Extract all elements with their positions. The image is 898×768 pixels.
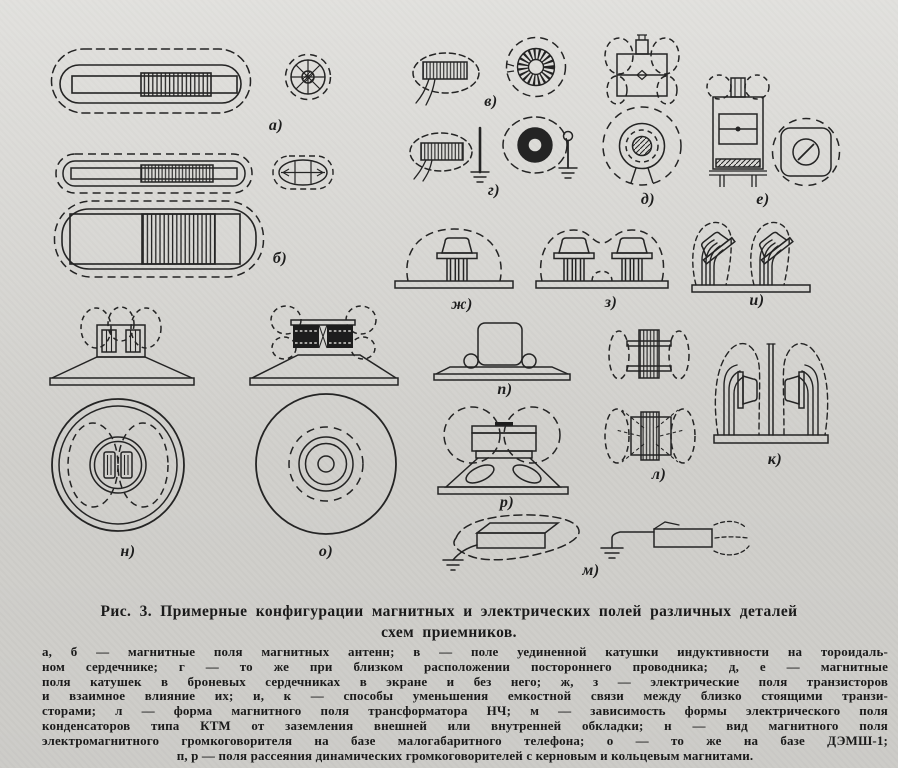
label-b: б) [272,250,288,267]
caption-line: п, р — поля рассеяния динамических громк… [176,747,754,763]
ring-magnet-speaker-drawing [437,406,569,495]
em-speaker-front-drawing [51,398,185,532]
figure-caption-body: а, б — магнитные поля магнитных антенн; … [42,644,888,763]
label-i: и) [749,292,765,309]
label-p: п) [497,381,513,398]
caption-line: ном сердечнике; г — то же при близком ра… [42,658,888,674]
label-zh: ж) [451,296,473,313]
pot-core-top-view-drawing [602,106,682,186]
label-e: е) [756,191,770,208]
capacitor-inner-plate-grounded-drawing [600,520,750,559]
pot-core-coil-field-drawing [604,34,680,105]
toroid-near-conductor-drawing [502,116,578,179]
svg-defs [0,0,1,1]
label-z: з) [604,294,618,311]
label-k: к) [767,451,783,468]
caption-title-line-2: схем приемников. [381,624,517,641]
caption-line: и взаимное влияние их; и, к — способы ум… [42,688,888,704]
label-o: о) [318,543,334,560]
em-speaker-side-drawing [49,306,195,386]
thin-rod-antenna-field-drawing [55,153,253,194]
transformer-field-drawing-1 [608,329,690,380]
label-d: д) [640,191,656,208]
label-n: н) [120,543,136,560]
label-m: м) [582,562,600,579]
figure-caption-title: Рис. 3. Примерные конфигурации магнитных… [40,601,858,643]
thick-rod-antenna-field-drawing [53,200,265,278]
label-g: г) [487,182,501,199]
label-v: в) [484,93,498,110]
caption-line: сторами; л — форма магнитного поля транс… [42,703,888,719]
caption-title-line-1: Рис. 3. Примерные конфигурации магнитных… [100,603,798,620]
ferrite-rod-antenna-field-drawing [50,48,252,114]
flat-rod-end-view-drawing [272,155,334,190]
toroidal-coil-field-drawing [505,36,567,98]
two-transistors-field-drawing [535,229,669,289]
demsh-speaker-front-drawing [255,393,397,535]
capacitor-outer-plate-grounded-drawing [442,514,580,571]
kern-magnet-speaker-drawing [433,322,571,381]
tilted-transistors-drawing [691,221,811,293]
caption-line: электромагнитного громкоговорителя на ба… [42,732,888,748]
shielded-transistors-drawing [713,342,829,444]
inductor-coil-field-drawing [412,52,480,106]
label-l: л) [651,466,667,483]
rod-antenna-end-view-drawing [284,53,332,101]
transformer-field-drawing-2 [604,408,696,464]
square-trimmer-top-view-drawing [771,117,841,187]
shielded-coil-can-drawing [706,74,770,187]
caption-line: конденсаторов типа КТМ от заземления вне… [42,717,888,733]
label-r: р) [499,494,515,511]
coil-near-conductor-drawing [409,126,490,183]
caption-line: а, б — магнитные поля магнитных антенн; … [42,644,888,659]
demsh-speaker-side-drawing [249,305,399,386]
transistor-field-drawing [394,228,514,289]
label-a: а) [268,117,284,134]
caption-line: поля катушек в броневых сердечниках в эк… [42,673,888,689]
